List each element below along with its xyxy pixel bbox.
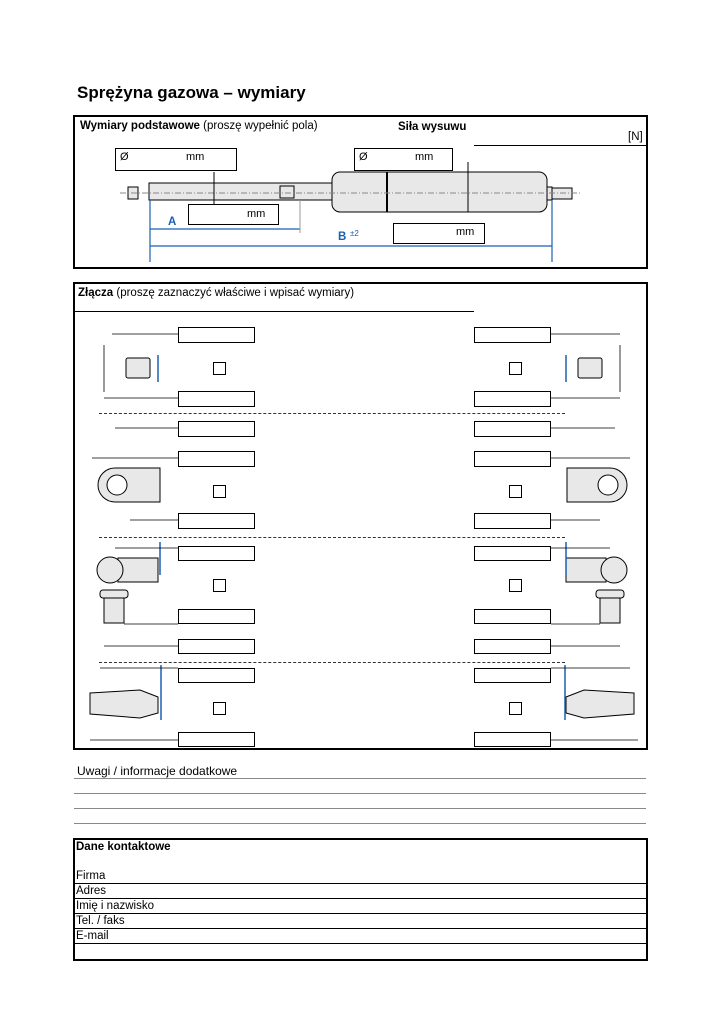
contact-field-phone[interactable]: Tel. / faks (74, 914, 646, 929)
heading-note: (proszę zaznaczyć właściwe i wpisać wymi… (113, 287, 355, 299)
page-title: Sprężyna gazowa – wymiary (77, 83, 306, 102)
clevis-right-length-input[interactable] (474, 668, 551, 683)
clevis-right-checkbox[interactable] (509, 702, 522, 715)
connectors-panel (73, 282, 648, 750)
ball-right-checkbox[interactable] (509, 579, 522, 592)
eye-left-checkbox[interactable] (213, 485, 226, 498)
label-b: B (338, 231, 347, 243)
basic-dimensions-panel (73, 115, 648, 269)
thread-left-length-input[interactable] (178, 327, 255, 343)
contact-heading: Dane kontaktowe (76, 841, 171, 853)
force-label: Siła wysuwu (398, 121, 467, 133)
clevis-right-pin-input[interactable] (474, 732, 551, 747)
eye-left-width-input[interactable] (178, 421, 255, 437)
ball-left-thread-diameter-input[interactable] (178, 639, 255, 654)
thread-left-checkbox[interactable] (213, 362, 226, 375)
notes-line[interactable] (74, 823, 646, 824)
contact-panel (73, 838, 648, 961)
eye-left-hole-input[interactable] (178, 451, 255, 467)
force-input-line[interactable] (474, 145, 646, 146)
tolerance: ±2 (350, 229, 359, 238)
notes-line[interactable] (74, 778, 646, 779)
ball-left-thread-length-input[interactable] (178, 609, 255, 624)
clevis-left-checkbox[interactable] (213, 702, 226, 715)
length-b-input[interactable]: mm (393, 223, 485, 244)
clevis-left-length-input[interactable] (178, 668, 255, 683)
contact-field-address[interactable]: Adres (74, 884, 646, 899)
eye-right-width-input[interactable] (474, 421, 551, 437)
heading-note: (proszę wypełnić pola) (199, 120, 318, 132)
contact-field-company[interactable]: Firma (74, 869, 646, 884)
ball-right-thread-length-input[interactable] (474, 609, 551, 624)
thread-right-length-input[interactable] (474, 327, 551, 343)
contact-field-name[interactable]: Imię i nazwisko (74, 899, 646, 914)
force-unit: [N] (628, 131, 643, 143)
ball-right-length-input[interactable] (474, 546, 551, 561)
clevis-left-pin-input[interactable] (178, 732, 255, 747)
label-a: A (168, 216, 177, 228)
contact-field-email[interactable]: E-mail (74, 929, 646, 944)
stroke-a-input[interactable]: mm (188, 204, 279, 225)
heading-bold: Wymiary podstawowe (80, 120, 200, 132)
notes-line[interactable] (74, 808, 646, 809)
ball-left-length-input[interactable] (178, 546, 255, 561)
eye-right-hole-input[interactable] (474, 451, 551, 467)
thread-left-diameter-input[interactable] (178, 391, 255, 407)
eye-left-thickness-input[interactable] (178, 513, 255, 529)
connectors-heading: Złącza (proszę zaznaczyć właściwe i wpis… (78, 287, 354, 299)
ball-left-checkbox[interactable] (213, 579, 226, 592)
divider (99, 413, 565, 414)
heading-bold: Złącza (78, 287, 114, 299)
divider (99, 537, 565, 538)
divider (99, 662, 565, 663)
notes-line[interactable] (74, 793, 646, 794)
notes-label: Uwagi / informacje dodatkowe (77, 764, 238, 778)
eye-right-thickness-input[interactable] (474, 513, 551, 529)
ball-right-thread-diameter-input[interactable] (474, 639, 551, 654)
eye-right-checkbox[interactable] (509, 485, 522, 498)
thread-right-diameter-input[interactable] (474, 391, 551, 407)
thread-right-checkbox[interactable] (509, 362, 522, 375)
basic-dimensions-heading: Wymiary podstawowe (proszę wypełnić pola… (80, 120, 318, 132)
